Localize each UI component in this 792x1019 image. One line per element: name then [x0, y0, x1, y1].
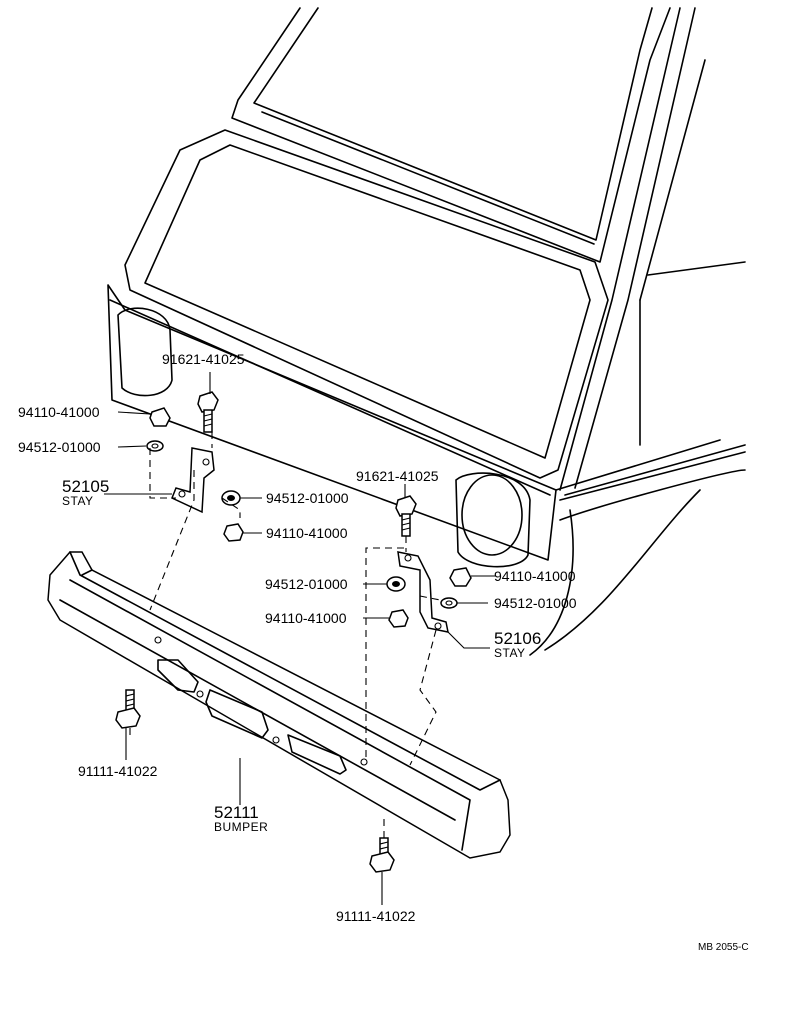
- label-52105: 52105: [62, 477, 109, 496]
- nut-94110-center: [223, 523, 244, 542]
- label-94512-right-center: 94512-01000: [265, 576, 348, 592]
- label-94512-right: 94512-01000: [494, 595, 577, 611]
- label-91111-left: 91111-41022: [78, 763, 158, 779]
- label-91621-right: 91621-41025: [356, 468, 439, 484]
- label-91111-bottom: 91111-41022: [336, 908, 416, 924]
- washer-94512-center: [221, 490, 241, 506]
- label-94110-left: 94110-41000: [18, 404, 100, 420]
- washer-94512-left: [146, 440, 164, 452]
- bolt-91111-left: [115, 689, 141, 729]
- stay-52105: [171, 447, 215, 514]
- label-94110-center: 94110-41000: [266, 525, 348, 541]
- label-52111: 52111: [214, 803, 259, 822]
- label-94110-right: 94110-41000: [494, 568, 576, 584]
- assembly-dashed-lines: [129, 432, 441, 838]
- label-94512-left: 94512-01000: [18, 439, 101, 455]
- diagram-code: MB 2055-C: [698, 942, 749, 953]
- label-94110-right-center: 94110-41000: [265, 610, 347, 626]
- label-bumper: BUMPER: [214, 820, 268, 834]
- bumper-52111: [47, 551, 511, 859]
- washer-94512-right: [440, 597, 458, 609]
- label-52106: 52106: [494, 629, 541, 648]
- label-stay-left: STAY: [62, 494, 94, 508]
- washer-94512-right-center: [386, 576, 406, 592]
- bolt-91621-right: [395, 495, 417, 537]
- bolt-91111-right: [369, 837, 395, 873]
- leader-lines: [104, 372, 496, 905]
- cab-body-outline: [107, 7, 746, 656]
- nut-94110-right: [449, 567, 472, 587]
- bolt-91621-left: [197, 391, 219, 433]
- label-94512-center: 94512-01000: [266, 490, 349, 506]
- label-91621-upper: 91621-41025: [162, 351, 245, 367]
- nut-94110-right-center: [388, 609, 409, 628]
- label-stay-right: STAY: [494, 646, 526, 660]
- nut-94110-left: [149, 407, 171, 427]
